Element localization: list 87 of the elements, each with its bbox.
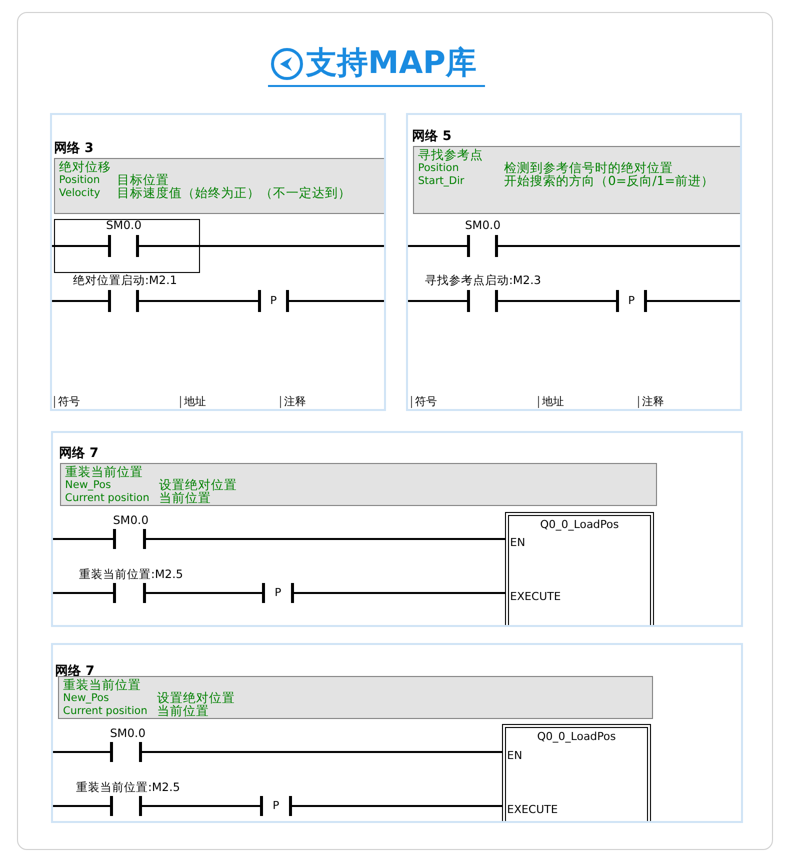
comment-box <box>58 676 653 719</box>
wire <box>53 751 110 753</box>
parameter-name: Velocity <box>59 187 100 199</box>
edge-detect-contact: P <box>260 796 292 816</box>
network-panel <box>50 113 386 411</box>
column-header: 注释 <box>638 396 664 408</box>
wire <box>142 805 260 807</box>
parameter-description: 当前位置 <box>159 492 211 504</box>
contact-label: SM0.0 <box>110 727 146 740</box>
wire <box>146 538 505 540</box>
parameter-name: New_Pos <box>65 479 112 491</box>
network-panel <box>51 643 743 823</box>
function-block <box>502 724 651 821</box>
comment-title: 重装当前位置 <box>63 679 141 691</box>
column-header: 符号 <box>54 396 80 408</box>
edge-detect-contact: P <box>616 290 647 312</box>
contact-label: 重装当前位置:M2.5 <box>79 568 184 581</box>
network-heading: 网络 7 <box>59 445 99 462</box>
parameter-description: 设置绝对位置 <box>157 692 235 704</box>
parameter-name: Position <box>59 174 100 186</box>
function-block <box>505 512 654 625</box>
network-panel <box>406 113 742 411</box>
pin-label: EXECUTE <box>510 590 561 603</box>
parameter-description: 设置绝对位置 <box>159 479 237 491</box>
network-heading: 网络 5 <box>412 128 452 145</box>
contact-symbol <box>110 796 142 816</box>
parameter-description: 开始搜索的方向（0=反向/1=前进） <box>504 175 714 187</box>
wire <box>52 300 108 302</box>
parameter-name: Position <box>418 162 459 174</box>
contact-label: 寻找参考点启动:M2.3 <box>425 274 542 287</box>
comment-box <box>413 146 740 214</box>
parameter-name: Current position <box>63 705 148 717</box>
wire <box>146 592 262 594</box>
wire <box>142 751 502 753</box>
title: 支持MAP库 <box>306 44 477 83</box>
column-header: 地址 <box>180 396 206 408</box>
network-heading: 网络 7 <box>55 663 95 679</box>
parameter-name: Start_Dir <box>418 175 464 187</box>
column-header: 注释 <box>280 396 306 408</box>
contact-label: SM0.0 <box>113 514 149 527</box>
wire <box>139 300 258 302</box>
network-panel <box>51 431 743 627</box>
contact-symbol <box>113 529 146 549</box>
contact-label: 绝对位置启动:M2.1 <box>73 274 178 287</box>
pin-label: EN <box>507 749 522 762</box>
comment-title: 寻找参考点 <box>418 149 483 161</box>
contact-symbol <box>113 583 146 603</box>
contact-label: SM0.0 <box>106 219 142 232</box>
column-header: 符号 <box>411 396 437 408</box>
wire <box>53 805 110 807</box>
parameter-description: 检测到参考信号时的绝对位置 <box>504 162 673 174</box>
contact-label: SM0.0 <box>465 219 501 232</box>
wire <box>292 805 502 807</box>
edge-detect-contact: P <box>258 290 289 312</box>
block-title: Q0_0_LoadPos <box>536 730 617 743</box>
contact-symbol <box>467 235 498 257</box>
edge-detect-contact: P <box>262 583 294 603</box>
wire <box>647 300 740 302</box>
block-title: Q0_0_LoadPos <box>539 518 620 531</box>
wire <box>498 245 740 247</box>
wire <box>408 300 467 302</box>
column-header: 地址 <box>538 396 564 408</box>
contact-symbol <box>110 742 142 762</box>
pin-label: EXECUTE <box>507 803 558 816</box>
wire <box>408 245 467 247</box>
contact-symbol <box>108 290 139 312</box>
wire <box>52 245 108 247</box>
parameter-description: 目标速度值（始终为正）（不一定达到） <box>117 187 351 199</box>
comment-box <box>54 158 384 214</box>
pin-label: EN <box>510 536 526 549</box>
wire <box>53 592 113 594</box>
comment-title: 重装当前位置 <box>65 466 143 478</box>
parameter-description: 当前位置 <box>157 705 209 717</box>
wire <box>498 300 616 302</box>
parameter-name: New_Pos <box>63 692 110 704</box>
wire <box>53 538 113 540</box>
wire <box>294 592 505 594</box>
contact-symbol <box>108 235 139 257</box>
contact-label: 重装当前位置:M2.5 <box>76 781 180 794</box>
wire <box>139 245 384 247</box>
network-heading: 网络 3 <box>54 140 94 157</box>
parameter-description: 目标位置 <box>117 174 169 186</box>
wire <box>289 300 384 302</box>
parameter-name: Current position <box>65 492 150 504</box>
contact-symbol <box>467 290 498 312</box>
comment-title: 绝对位移 <box>59 161 111 173</box>
comment-box <box>60 463 657 506</box>
